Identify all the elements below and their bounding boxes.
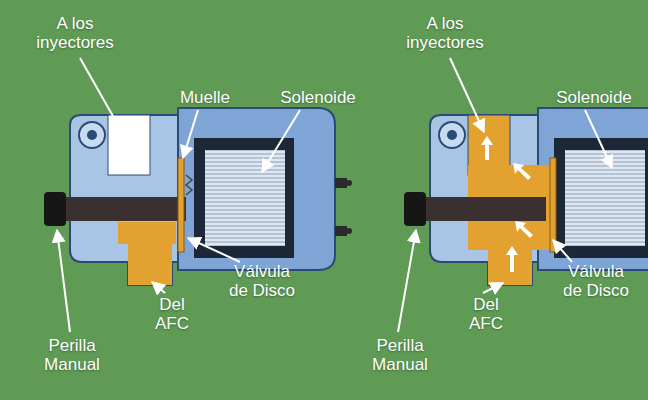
valve-closed: [44, 108, 352, 285]
part-label: Muelle: [170, 88, 240, 107]
port-label: Del AFC: [148, 295, 196, 333]
part-label: Solenoide: [268, 88, 368, 107]
part-label: Perilla Manual: [362, 336, 438, 374]
port-label: A los inyectores: [25, 14, 125, 52]
part-label: Válvula de Disco: [224, 262, 300, 300]
part-label: Perilla Manual: [34, 336, 110, 374]
port-label: Del AFC: [462, 295, 510, 333]
port-label: A los inyectores: [395, 14, 495, 52]
valve-open: [404, 108, 648, 285]
part-label: Solenoide: [544, 88, 644, 107]
part-label: Válvula de Disco: [558, 262, 634, 300]
leader-lines: [57, 58, 612, 332]
